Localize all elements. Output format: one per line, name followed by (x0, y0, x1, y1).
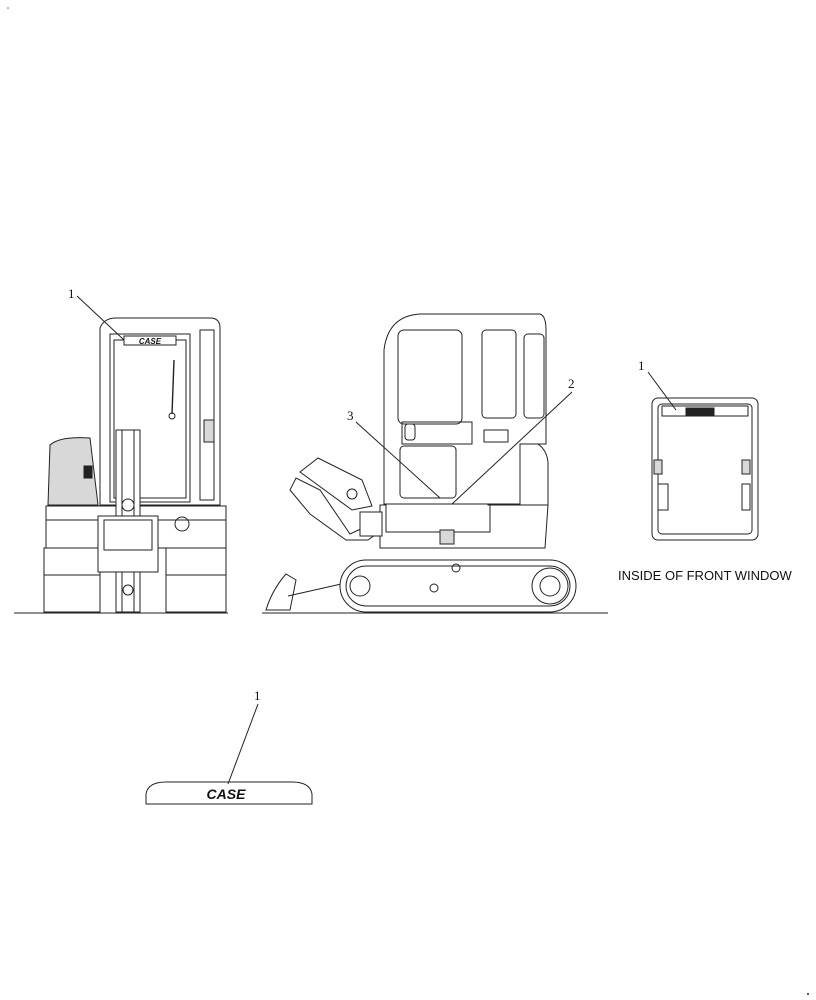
callout-front: 1 (68, 286, 125, 341)
side-track (339, 559, 577, 613)
callout-side-2: 2 (451, 376, 575, 505)
callout-label-3: 3 (347, 408, 354, 423)
side-view-excavator (262, 313, 608, 614)
callout-label-front: 1 (68, 286, 75, 301)
side-panel-decal-area (385, 503, 491, 533)
window-decal-logo-mark (685, 407, 715, 416)
window-caption: INSIDE OF FRONT WINDOW (618, 568, 793, 583)
left-track (43, 547, 101, 613)
callout-label-2: 2 (568, 376, 575, 391)
dozer-blade (265, 573, 297, 611)
window-frame (651, 397, 759, 541)
decal-detail: CASE (145, 781, 313, 805)
sprocket (531, 567, 569, 605)
decal-shape (145, 781, 313, 805)
front-window-inside-view (651, 397, 759, 541)
corner-mark-bottom (807, 993, 809, 995)
callout-decal: 1 (227, 688, 261, 785)
callout-window: 1 (638, 358, 677, 411)
decal-logo-text: CASE (207, 786, 247, 802)
engine-cover (47, 437, 99, 506)
door-window (397, 329, 463, 425)
callout-side-3: 3 (347, 408, 441, 499)
callout-label-window: 1 (638, 358, 645, 373)
right-track (165, 547, 227, 613)
front-window-decal (123, 335, 177, 346)
corner-mark-top (7, 7, 9, 9)
callout-label-decal: 1 (254, 688, 261, 703)
front-decal-logo: CASE (139, 337, 162, 346)
front-view-excavator: CASE (14, 317, 228, 614)
